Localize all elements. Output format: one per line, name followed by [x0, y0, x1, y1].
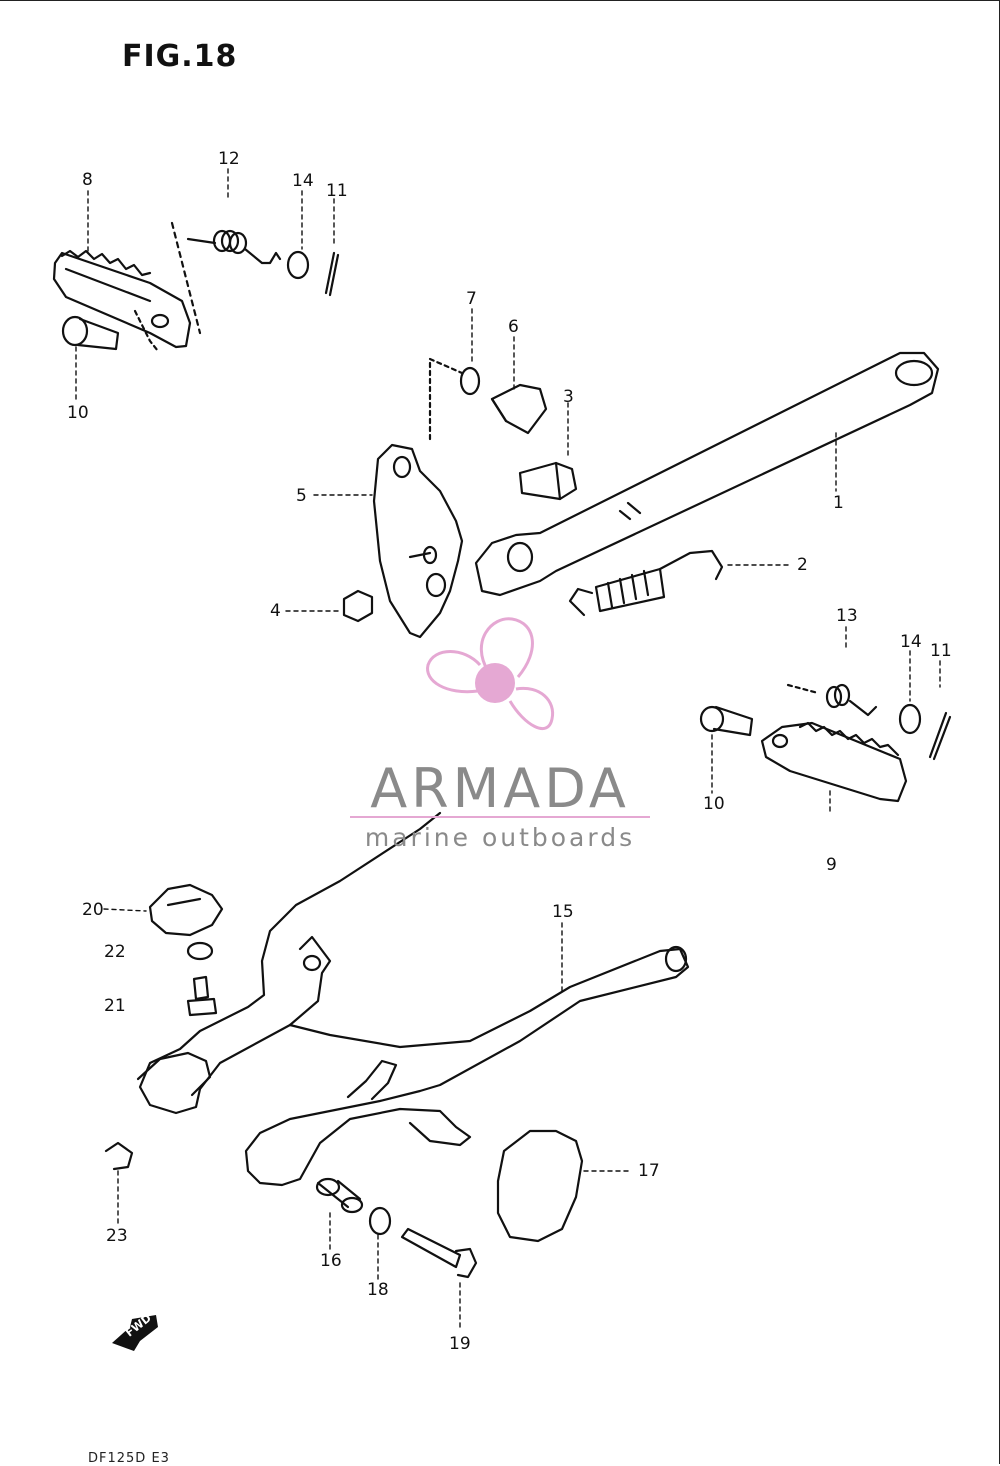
- callout-20: 20: [82, 900, 104, 920]
- bolt-6-part: [490, 383, 548, 435]
- callout-23: 23: [106, 1226, 128, 1246]
- callout-19: 19: [449, 1334, 471, 1354]
- spring-13-part: [786, 683, 878, 717]
- washer-22-part: [186, 941, 214, 961]
- footer-model-code: DF125D E3: [88, 1451, 170, 1466]
- forward-arrow-icon: [112, 1315, 158, 1351]
- footrest-left-part: [52, 249, 192, 353]
- plate-17-part: [496, 1129, 584, 1243]
- washer-left-part: [286, 250, 310, 280]
- callout-2: 2: [797, 555, 808, 575]
- pin-right-part: [699, 705, 754, 737]
- callout-10-left: 10: [67, 403, 89, 423]
- callout-16: 16: [320, 1251, 342, 1271]
- clip-23-part: [104, 1141, 134, 1171]
- callout-11-right: 11: [930, 641, 952, 661]
- footrest-right-part: [760, 721, 908, 803]
- callout-9: 9: [826, 855, 837, 875]
- watermark-tagline: marine outboards: [364, 823, 636, 852]
- washer-right-part: [898, 703, 922, 735]
- bolt-19-part: [400, 1227, 478, 1279]
- callout-7: 7: [466, 289, 477, 309]
- callout-8: 8: [82, 170, 93, 190]
- callout-14-left: 14: [292, 171, 314, 191]
- center-stand-part: [136, 811, 690, 1187]
- callout-18: 18: [367, 1280, 389, 1300]
- callout-22: 22: [104, 942, 126, 962]
- figure-title: FIG.18: [122, 39, 238, 74]
- callout-5: 5: [296, 486, 307, 506]
- callout-10-right: 10: [703, 794, 725, 814]
- callout-21: 21: [104, 996, 126, 1016]
- watermark-brand: ARMADA: [370, 757, 630, 820]
- watermark-rule: [350, 816, 650, 818]
- pin-left-part: [61, 315, 120, 351]
- callout-15: 15: [552, 902, 574, 922]
- callout-17: 17: [638, 1161, 660, 1181]
- callout-6: 6: [508, 317, 519, 337]
- rubber-stop-20-part: [148, 883, 224, 937]
- callout-4: 4: [270, 601, 281, 621]
- cotter-pin-right-part: [928, 711, 952, 761]
- callout-1: 1: [833, 493, 844, 513]
- nut-4-part: [342, 589, 374, 623]
- bracket-5-part: [372, 443, 464, 639]
- spacer-16-part: [315, 1177, 364, 1214]
- bolt-21-part: [186, 975, 218, 1017]
- leader-lines: [75, 168, 941, 1332]
- stand-spring-part: [568, 549, 724, 617]
- cotter-pin-left-part: [324, 251, 340, 297]
- callout-13: 13: [836, 606, 858, 626]
- side-stand-part: [474, 351, 940, 597]
- bolt-3-part: [518, 461, 578, 501]
- spring-12-part: [170, 221, 282, 335]
- callout-12: 12: [218, 149, 240, 169]
- washer-7-part: [428, 357, 481, 443]
- armada-propeller-logo: [426, 617, 555, 731]
- callout-3: 3: [563, 387, 574, 407]
- callout-11-left: 11: [326, 181, 348, 201]
- callout-14-right: 14: [900, 632, 922, 652]
- washer-18-part: [368, 1206, 392, 1236]
